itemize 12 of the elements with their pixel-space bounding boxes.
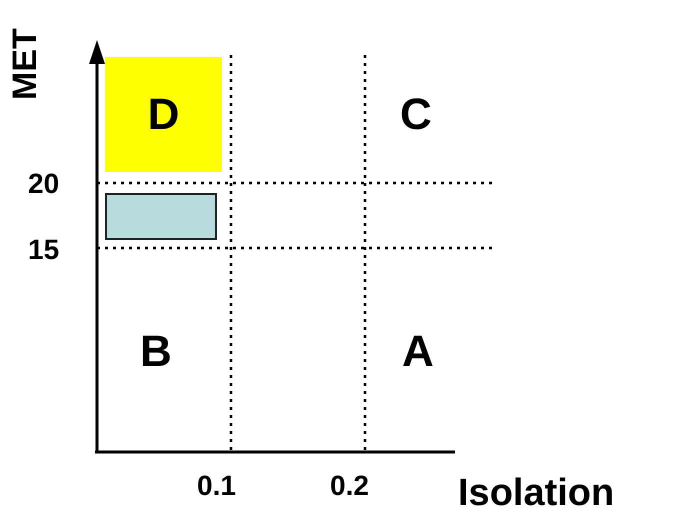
region-label: A bbox=[402, 330, 434, 374]
tick-label: 15 bbox=[28, 236, 60, 264]
tick-label: 0.1 bbox=[197, 472, 236, 500]
region-box bbox=[105, 193, 217, 240]
region-box bbox=[105, 57, 222, 172]
axis-title: Isolation bbox=[458, 474, 614, 512]
axis-title: MET bbox=[8, 28, 42, 100]
region-label: C bbox=[400, 93, 432, 137]
region-label: D bbox=[148, 92, 180, 136]
tick-label: 20 bbox=[28, 170, 60, 198]
region-label: B bbox=[140, 330, 172, 374]
tick-label: 0.2 bbox=[330, 472, 369, 500]
